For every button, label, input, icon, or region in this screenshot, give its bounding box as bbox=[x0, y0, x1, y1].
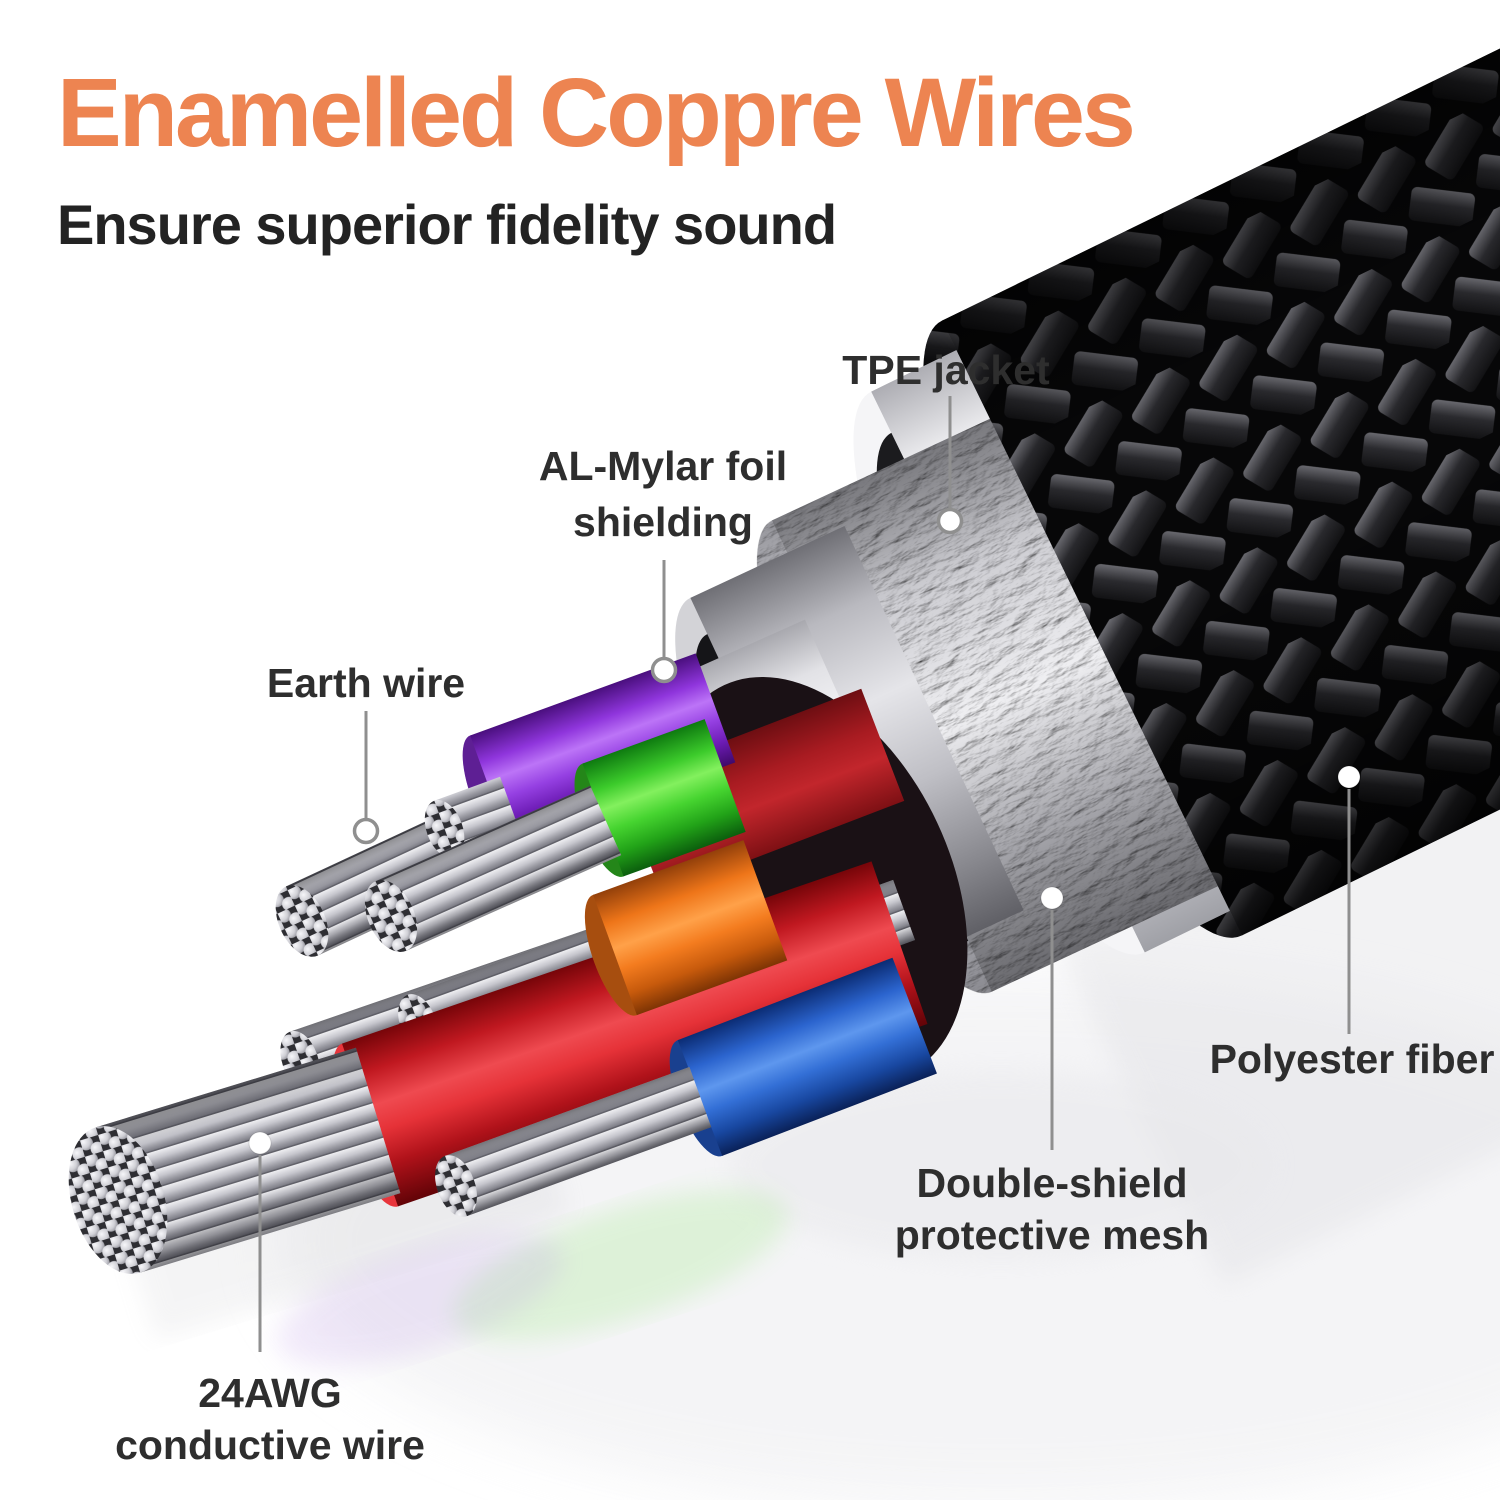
callouts: TPE jacket AL-Mylar foil shielding Earth… bbox=[115, 347, 1494, 1468]
header: Enamelled Coppre Wires Ensure superior f… bbox=[57, 62, 1457, 257]
callout-24awg: 24AWG conductive wire bbox=[115, 1131, 425, 1468]
earth-wire-bundle-b bbox=[364, 785, 622, 952]
braid-sheath bbox=[942, 0, 1500, 936]
callout-tpe-jacket: TPE jacket bbox=[842, 347, 1050, 535]
leader-circle bbox=[352, 817, 380, 845]
conductor-bundle-24awg bbox=[68, 1047, 401, 1274]
callout-polyester-fiber: Polyester fiber bbox=[1210, 765, 1495, 1082]
page-subtitle: Ensure superior fidelity sound bbox=[57, 192, 837, 256]
wire-orange bbox=[584, 840, 788, 1016]
label-24awg-1: 24AWG bbox=[198, 1370, 342, 1416]
leader-circle bbox=[936, 507, 964, 535]
blue-conductor-bundle bbox=[435, 1067, 712, 1217]
callout-al-mylar: AL-Mylar foil shielding bbox=[539, 443, 787, 684]
page-title: Enamelled Coppre Wires bbox=[57, 58, 1136, 167]
leader-dot bbox=[1337, 765, 1361, 789]
wire-purple bbox=[424, 653, 736, 858]
label-al-mylar-1: AL-Mylar foil bbox=[539, 443, 787, 489]
callout-earth-wire: Earth wire bbox=[267, 660, 465, 845]
label-double-shield-1: Double-shield bbox=[916, 1160, 1187, 1206]
label-double-shield-2: protective mesh bbox=[895, 1212, 1209, 1258]
label-tpe-jacket: TPE jacket bbox=[842, 347, 1050, 393]
label-24awg-2: conductive wire bbox=[115, 1422, 425, 1468]
leader-circle bbox=[650, 656, 678, 684]
label-polyester-fiber: Polyester fiber bbox=[1210, 1036, 1495, 1082]
leader-dot bbox=[1040, 886, 1064, 910]
leader-dot bbox=[248, 1131, 272, 1155]
label-earth-wire: Earth wire bbox=[267, 660, 465, 706]
label-al-mylar-2: shielding bbox=[573, 499, 753, 545]
callout-double-shield: Double-shield protective mesh bbox=[895, 886, 1209, 1258]
